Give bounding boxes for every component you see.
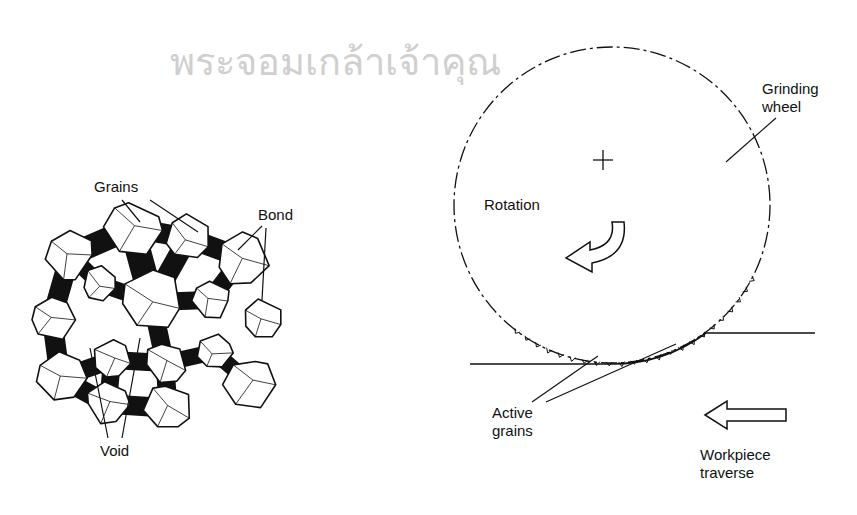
part-label: Grinding wheel [762,80,832,116]
grain-facet [236,380,253,404]
active-grain [525,336,530,340]
grain [246,299,281,337]
grain-facet [172,223,185,240]
grain-facet [119,226,134,252]
grain [104,203,163,255]
grain-facet [255,319,261,337]
grain-facet [40,365,60,376]
active-grains [515,276,754,366]
grain-facet [88,271,100,287]
grain-facet [107,358,115,377]
grain [123,270,180,327]
grain-cluster [32,203,281,427]
grain-facet [261,319,281,325]
grain-facet [160,360,167,382]
grain [143,386,189,426]
part-label: Grains [94,178,164,196]
active-grain [515,329,520,334]
grain-facet [153,302,180,309]
active-grain [547,348,553,353]
grain-facet [167,360,186,370]
grain [84,266,115,301]
active-grain [570,356,576,361]
grain-facet [135,226,163,231]
workpiece-surface [470,333,815,364]
active-grain [736,297,741,302]
part-label: Void [100,442,160,460]
grain-facet [148,349,167,360]
grain-facet [212,352,233,354]
grain-facet [64,254,67,280]
grain-facet [208,298,228,301]
grain-facet [60,376,87,378]
grain-facet [38,317,51,334]
leader-lines [90,118,776,438]
grain [197,334,233,367]
grain-facet [87,393,110,401]
grain-facet [100,286,116,288]
grain-facet [230,258,242,283]
grain [32,297,76,339]
active-grain [728,307,733,312]
grain-facet [125,284,153,302]
grain-facet [51,241,67,254]
grain-facet [115,208,135,226]
active-grain [719,316,723,320]
grain-facet [35,307,51,318]
grain [87,382,130,424]
grain-facet [200,341,212,354]
part-label: Workpiece traverse [700,446,784,482]
grain-facet [185,240,208,247]
rotation-arrow [566,222,624,272]
grain [45,231,92,280]
grain-facet [242,258,269,265]
grain-facet [197,288,208,298]
traverse-arrow [705,401,786,429]
grain-facet [222,244,242,258]
watermark: พระจอมเกล้าเจ้าคุณ [170,40,501,84]
grain-facet [168,405,190,418]
grain-facet [94,349,114,358]
grain [147,344,186,382]
grain-facet [67,254,92,255]
active-grain [749,276,754,281]
grain-facet [233,365,253,380]
grain-facet [153,388,168,405]
part-label: Rotation [484,196,564,214]
grain-facet [54,376,60,400]
grain-facet [51,317,75,319]
active-grain [582,359,588,363]
grain [37,352,88,400]
grain-facet [205,298,208,317]
grain [166,214,208,258]
grain [223,362,276,408]
grain-facet [207,354,212,366]
active-grain [558,352,564,357]
centre-mark [593,150,613,170]
grain-facet [89,286,100,297]
active-grain [710,324,715,329]
part-label: Bond [258,206,318,224]
grinding-wheel [454,47,770,363]
active-grain [743,287,748,292]
grain-facet [101,402,110,424]
part-label: Active grains [492,404,548,440]
grain-facet [245,310,260,319]
grain-facet [158,405,168,426]
grain-facet [175,240,186,254]
grain-facet [110,402,130,405]
active-grain [536,342,541,347]
grain-facet [137,302,153,325]
grain-facet [115,358,131,363]
grain-facet [253,380,276,385]
grain [219,232,269,284]
grain [192,281,229,318]
grain [95,340,131,377]
